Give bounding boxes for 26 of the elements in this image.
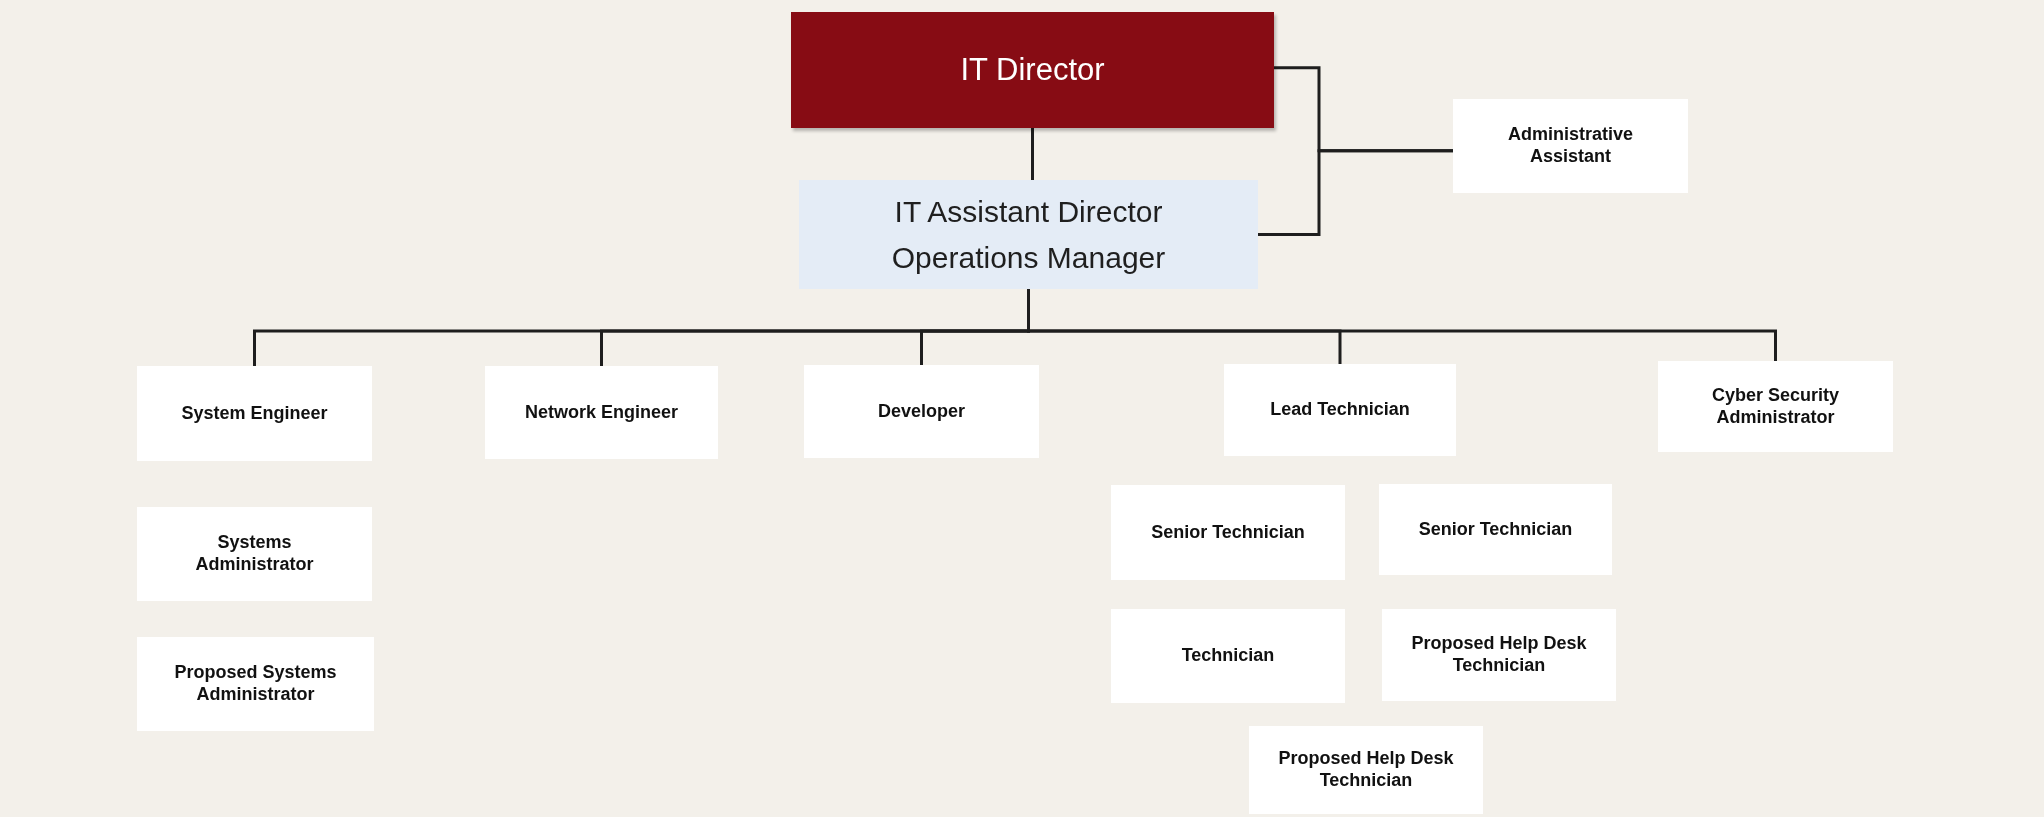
role-title: Operations Manager — [891, 240, 1166, 275]
position-title: Administrative Assistant — [1506, 124, 1634, 168]
position-title: Network Engineer — [524, 401, 678, 424]
position-box — [1658, 361, 1893, 452]
role-title: IT Assistant Director — [894, 194, 1163, 229]
position-title: Developer — [877, 400, 965, 423]
position-box — [804, 365, 1039, 458]
position-title: Cyber Security Administrator — [1710, 384, 1841, 429]
position-title: Senior Technician — [1418, 518, 1573, 541]
position-title: Senior Technician — [1151, 521, 1305, 544]
role-title: IT Director — [960, 52, 1105, 88]
position-title: Proposed Help Desk Technician — [1277, 748, 1455, 792]
position-title: Proposed Help Desk Technician — [1410, 633, 1588, 677]
director-box — [791, 12, 1274, 128]
position-box — [137, 366, 372, 461]
connector-line — [1031, 128, 1034, 180]
position-title: System Engineer — [181, 402, 328, 425]
position-title: Proposed Systems Administrator — [173, 662, 338, 706]
position-box — [1453, 99, 1688, 193]
position-title: Lead Technician — [1270, 399, 1410, 421]
connector-line — [1258, 149, 1453, 236]
position-box — [1224, 364, 1456, 456]
manager-box — [799, 180, 1258, 289]
position-box — [485, 366, 718, 459]
position-title: Systems Administrator — [194, 532, 315, 576]
position-title: Technician — [1181, 645, 1275, 667]
